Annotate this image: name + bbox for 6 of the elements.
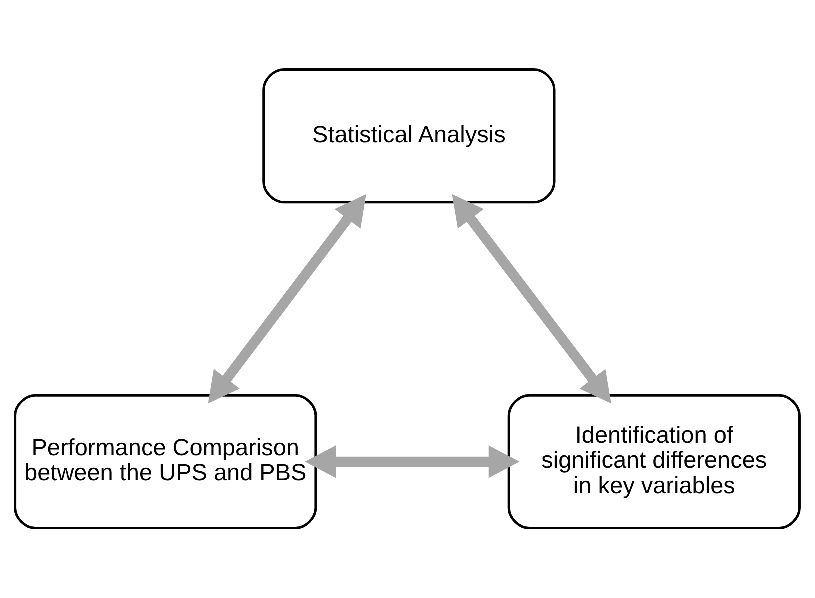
arrow bbox=[305, 446, 520, 478]
arrow bbox=[452, 194, 612, 404]
node-box: Performance Comparison between the UPS and PBS bbox=[14, 394, 318, 530]
arrow bbox=[208, 194, 366, 404]
node-box: Statistical Analysis bbox=[262, 68, 556, 204]
node-box: Identification of significant differences in key variables bbox=[508, 394, 801, 530]
